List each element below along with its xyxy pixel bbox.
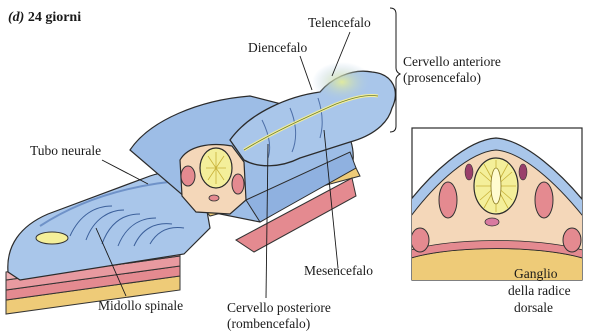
label-rombencefalo: (rombencefalo) [227, 316, 310, 331]
inset-notochord [485, 218, 499, 226]
panel-title: (d) 24 giorni [8, 10, 81, 26]
inset-lumen [491, 168, 501, 204]
posterior-neuropore [36, 232, 68, 244]
inset-somite-right [535, 182, 553, 218]
label-cervello-posteriore: Cervello posteriore [227, 300, 331, 315]
caudal-segment [6, 173, 210, 314]
label-telencefalo: Telencefalo [308, 15, 371, 30]
forebrain-bracket [390, 8, 400, 132]
label-ganglio-1: Ganglio [514, 266, 558, 281]
inset-ganglion-right [519, 164, 527, 180]
inset-lateral-right [563, 228, 581, 252]
cut-neural-tube-wall [206, 152, 226, 184]
label-ganglio-3: dorsale [514, 300, 553, 315]
inset-ganglion-left [465, 164, 473, 180]
panel-letter: (d) [8, 10, 24, 25]
label-cervello-anteriore: Cervello anteriore [403, 54, 501, 69]
label-mesencefalo: Mesencefalo [304, 263, 373, 278]
inset-somite-left [439, 182, 457, 218]
inset-lateral-left [411, 228, 429, 252]
label-tubo-neurale: Tubo neurale [30, 143, 101, 158]
cut-notochord [209, 195, 219, 201]
label-ganglio-2: della radice [508, 283, 571, 298]
label-midollo-spinale: Midollo spinale [98, 298, 183, 313]
inset-cross-section [400, 128, 590, 300]
panel-age: 24 giorni [28, 10, 81, 25]
cut-somite-right [232, 174, 244, 194]
label-diencefalo: Diencefalo [248, 40, 307, 55]
leader-diencefalo [300, 56, 312, 90]
leader-tubo-neurale [102, 160, 148, 184]
label-prosencefalo: (prosencefalo) [403, 70, 481, 85]
cut-somite-left [181, 166, 195, 186]
